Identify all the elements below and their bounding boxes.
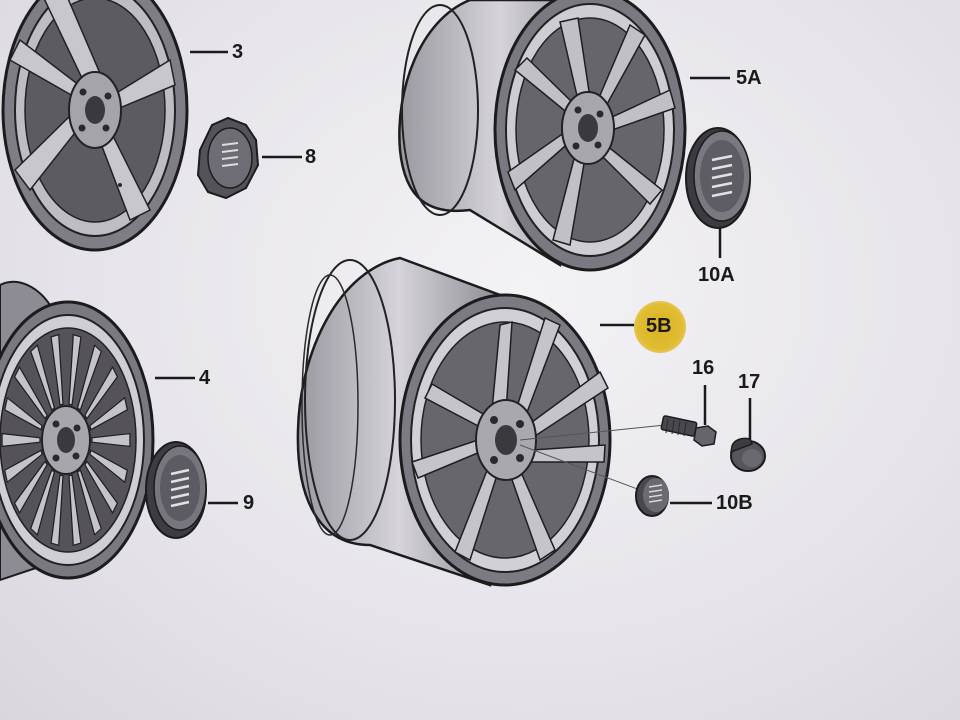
callout-5b: 5B xyxy=(646,315,672,337)
center-cap-10a xyxy=(685,127,751,229)
wheel-4-spoke xyxy=(68,474,82,547)
wheel-4-spoke xyxy=(4,449,43,484)
callout-8: 8 xyxy=(305,146,317,168)
callout-9: 9 xyxy=(243,492,255,514)
wheel-4-spoke xyxy=(13,365,48,420)
wheel-4-spoke xyxy=(89,449,128,484)
wheel-5b xyxy=(296,256,612,587)
wheel-4-spoke xyxy=(76,344,102,412)
wheel-4-spoke xyxy=(13,460,48,515)
wheel-4-spoke xyxy=(84,365,119,420)
callout-16: 16 xyxy=(692,357,715,379)
wheel-4-spoke xyxy=(30,344,56,412)
assembly-line-16 xyxy=(519,424,666,441)
callout-5a: 5A xyxy=(736,67,762,89)
callout-highlight xyxy=(634,301,686,353)
wheel-4-spoke xyxy=(84,460,119,515)
assembly-line-10b xyxy=(519,444,641,491)
wheel-bolt-16 xyxy=(660,415,717,447)
wheel-4-spoke xyxy=(91,432,131,448)
wheel-4-spoke xyxy=(4,396,43,431)
wheel-4 xyxy=(0,280,155,582)
wheel-4-spoke xyxy=(50,474,64,547)
callout-3: 3 xyxy=(232,41,244,63)
wheel-4-spoke xyxy=(50,333,64,406)
wheel-4-spoke xyxy=(30,468,56,536)
wheel-4-spoke xyxy=(76,468,102,536)
callout-10b: 10B xyxy=(716,492,753,514)
wheel-4-spoke xyxy=(89,396,128,431)
wheel-4-spoke xyxy=(68,333,82,406)
bolt-cap-17 xyxy=(730,437,766,472)
callout-10a: 10A xyxy=(698,264,735,286)
callout-17: 17 xyxy=(738,371,761,393)
wheel-4-spoke xyxy=(1,432,41,448)
callout-4: 4 xyxy=(199,367,211,389)
wheel-3 xyxy=(1,0,189,252)
center-cap-10b xyxy=(635,475,669,517)
wheel-5a xyxy=(398,0,687,272)
center-cap-9 xyxy=(145,441,207,539)
center-cap-8 xyxy=(196,116,260,200)
